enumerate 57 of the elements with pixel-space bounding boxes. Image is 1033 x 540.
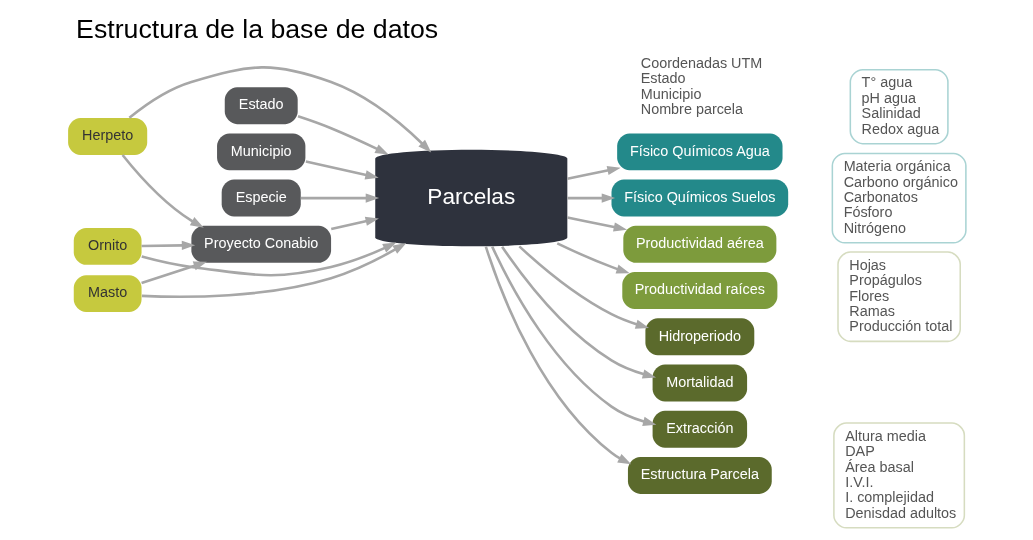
- node-box: Mortalidad: [652, 364, 747, 402]
- node-label: Salinidad: [861, 105, 921, 122]
- node-label: Área basal: [844, 458, 914, 475]
- node-label: Hojas: [848, 256, 886, 273]
- node-box: Ornito: [73, 227, 142, 265]
- node-label: Ramas: [848, 302, 895, 319]
- node-label: I. complejidad: [844, 489, 934, 506]
- node-label: Materia orgánica: [843, 158, 951, 175]
- node-label: Nitrógeno: [843, 219, 906, 236]
- diagram-title: Estructura de la base de datos: [75, 13, 438, 44]
- node-label: Municipio: [640, 85, 702, 102]
- node-box: Productividad aérea: [622, 225, 776, 263]
- node-box: Estado: [224, 87, 298, 125]
- node-box: Físico Químicos Suelos: [611, 179, 788, 217]
- node-box: Proyecto Conabio: [190, 225, 331, 263]
- node-label: DAP: [844, 443, 875, 460]
- node-box: Estructura Parcela: [627, 456, 772, 494]
- node-box: Extracción: [652, 410, 747, 448]
- node-box: Hidroperiodo: [644, 318, 754, 356]
- arrow: [330, 216, 379, 231]
- arrow: [140, 261, 207, 285]
- arrow: [484, 246, 631, 465]
- arrow: [556, 242, 630, 274]
- arrow: [141, 240, 195, 251]
- node-label: Nombre parcela: [640, 101, 743, 118]
- arrow: [500, 246, 656, 379]
- node-label: Fósforo: [843, 204, 892, 221]
- arrow: [518, 245, 649, 329]
- arrow: [141, 243, 406, 299]
- node-label: Coordenadas UTM: [640, 54, 762, 71]
- node-label: I.V.I.: [844, 473, 873, 490]
- node-box: Municipio: [216, 133, 305, 171]
- node-box: Masto: [73, 275, 142, 313]
- node-label: Altura media: [844, 427, 926, 444]
- node-box: Productividad raíces: [621, 272, 777, 310]
- arrow: [140, 242, 396, 277]
- arrow: [305, 160, 379, 180]
- arrow: [566, 216, 627, 232]
- arrow: [297, 115, 389, 155]
- node-label: T° agua: [861, 74, 912, 91]
- arrow: [128, 66, 431, 153]
- node-label: Redox agua: [861, 120, 939, 137]
- node-label: Producción total: [848, 318, 952, 335]
- node-label: Propágulos: [848, 272, 922, 289]
- node-box: Especie: [221, 179, 301, 217]
- arrow: [566, 193, 615, 203]
- node-label: Flores: [848, 287, 889, 304]
- arrow: [121, 154, 204, 228]
- node-label: Denisdad adultos: [844, 504, 956, 521]
- node-label: Carbono orgánico: [843, 173, 958, 190]
- arrow: [490, 246, 656, 426]
- node-label: pH agua: [861, 89, 916, 106]
- node-box: Físico Químicos Agua: [616, 133, 783, 171]
- arrow: [566, 165, 621, 180]
- node-box: Herpeto: [67, 117, 147, 155]
- arrow: [300, 193, 379, 203]
- node-label: Estado: [640, 70, 686, 87]
